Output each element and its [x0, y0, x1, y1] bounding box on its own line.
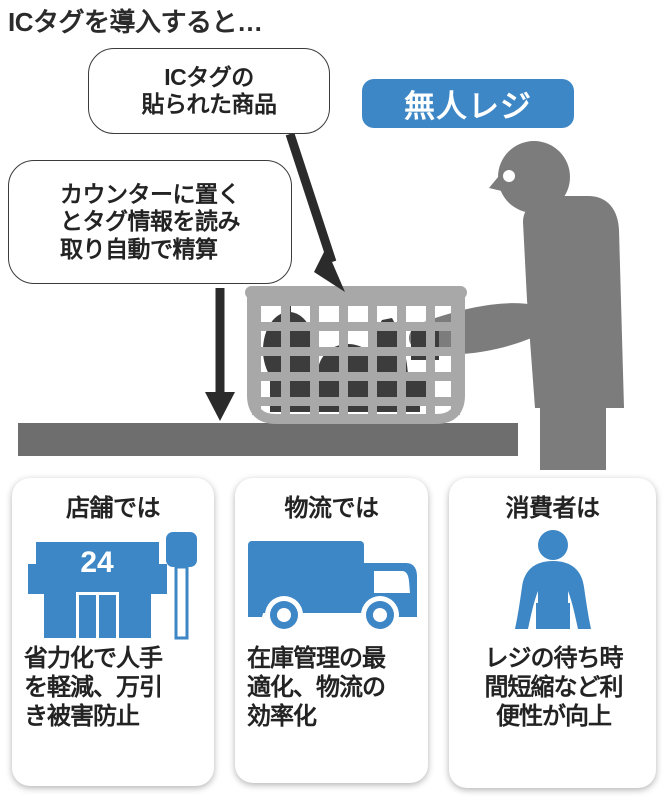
callout-counter-auto-text: カウンターに置く とタグ情報を読み 取り自動で精算	[60, 181, 241, 262]
shopper-head	[498, 141, 570, 213]
store-sign-24: 24	[80, 546, 114, 579]
consumer-person-icon	[514, 530, 591, 629]
shopper-eye	[503, 170, 515, 182]
page-title: ICタグを導入すると…	[8, 7, 263, 37]
badge-unmanned-register: 無人レジ	[362, 79, 574, 128]
card-logistics-heading: 物流では	[284, 495, 380, 522]
shopper-torso	[523, 196, 624, 408]
arrow-callout-to-counter	[205, 288, 235, 421]
card-logistics: 物流では 在庫管理の最 適化、物流の 効率化	[235, 478, 428, 783]
delivery-truck-icon	[247, 541, 417, 634]
card-store-body: 省力化で人手 を軽減、万引 き被害防止	[24, 645, 163, 730]
badge-unmanned-register-label: 無人レジ	[404, 89, 532, 124]
shopper-leg	[540, 406, 606, 470]
basket-rim	[245, 286, 467, 299]
card-consumer: 消費者は レジの待ち時 間短縮など利 便性が向上	[449, 478, 656, 788]
callout-tag-product-text: ICタグの 貼られた商品	[141, 63, 278, 117]
shopper-arm	[409, 303, 536, 355]
infographic-illustration	[18, 132, 624, 470]
callout-counter-auto: カウンターに置く とタグ情報を読み 取り自動で精算	[8, 160, 292, 284]
checkout-counter	[18, 423, 518, 456]
shopper-nose	[489, 171, 506, 192]
callout-tag-product: ICタグの 貼られた商品	[88, 48, 330, 134]
card-store: 店舗では 24 省力化で人手 を軽減、万引 き被害防止	[12, 478, 214, 786]
card-consumer-body: レジの待ち時 間短縮など利 便性が向上	[484, 645, 624, 730]
card-consumer-icon-wrap	[459, 525, 646, 645]
basket-mesh	[252, 297, 460, 406]
basket-frame	[247, 290, 465, 424]
benefit-cards-row: 店舗では 24 省力化で人手 を軽減、万引 き被害防止 物流では	[0, 478, 668, 799]
arrow-product-to-basket	[285, 132, 345, 292]
card-store-icon-wrap: 24	[22, 525, 204, 645]
convenience-store-icon: 24	[27, 532, 197, 640]
card-logistics-body: 在庫管理の最 適化、物流の 効率化	[247, 645, 386, 730]
card-consumer-heading: 消費者は	[505, 495, 601, 522]
card-store-heading: 店舗では	[66, 495, 161, 522]
card-logistics-icon-wrap	[245, 525, 418, 645]
shopping-basket	[245, 286, 467, 424]
